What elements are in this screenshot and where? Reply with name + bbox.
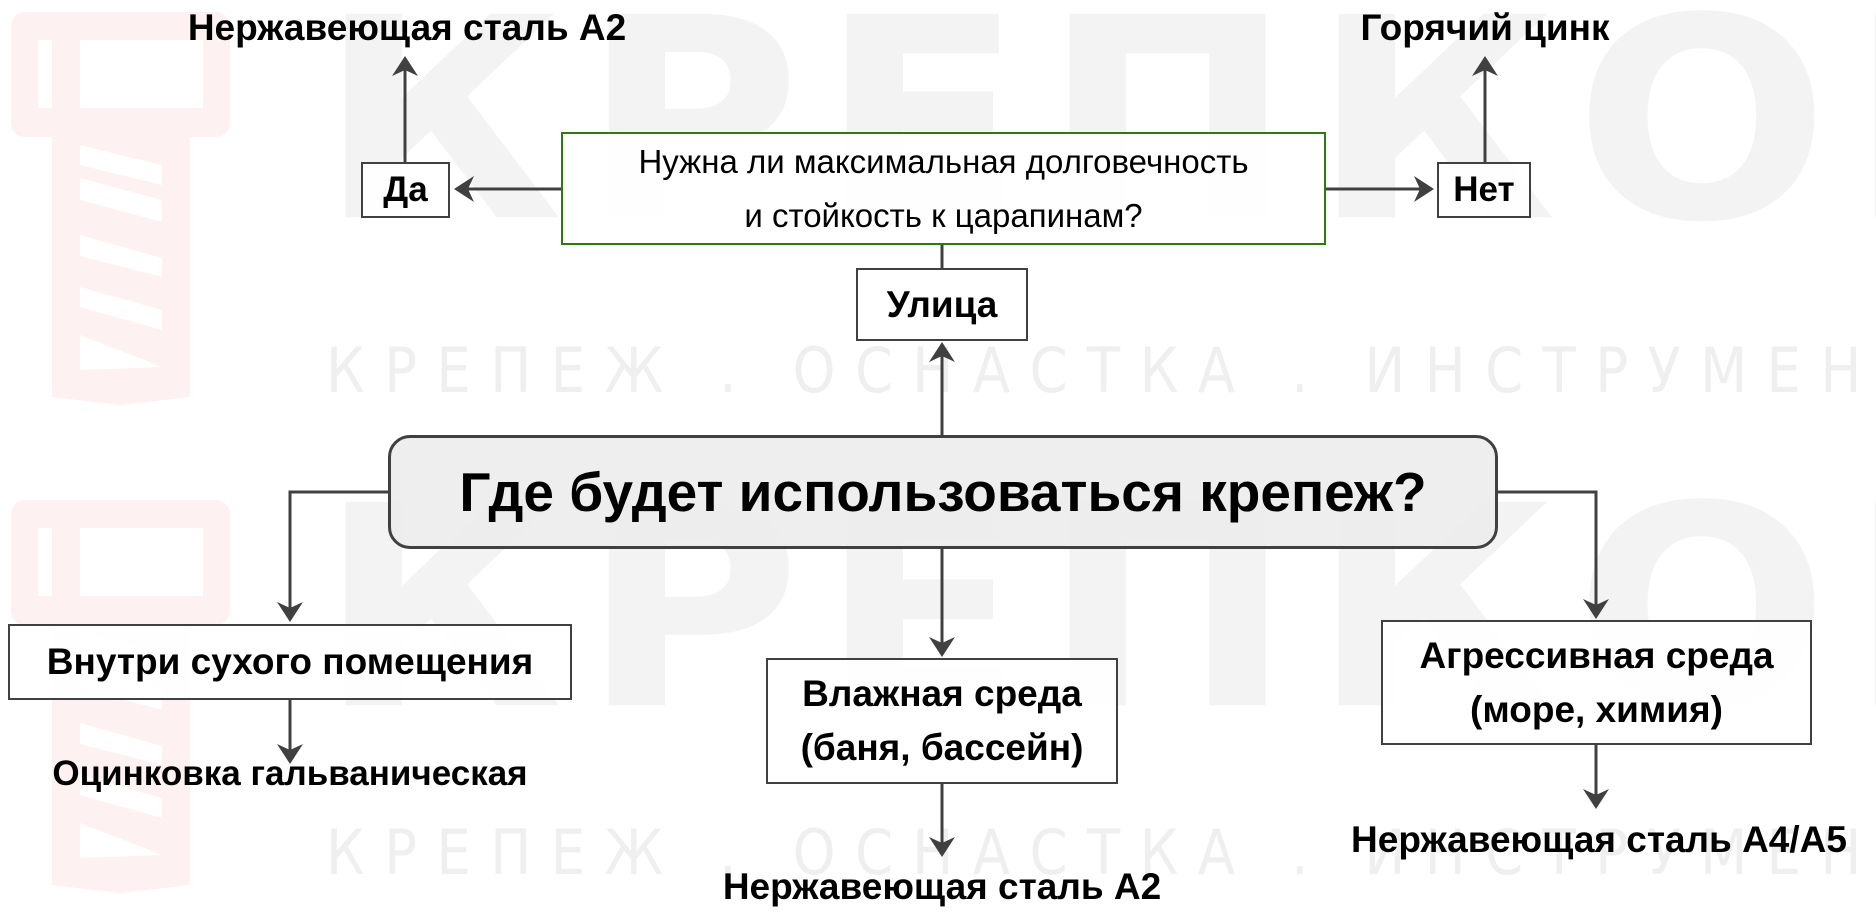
tagline-watermark-top: КРЕПЕЖ . ОСНАСТКА . ИНСТРУМЕНТ [326,334,1876,407]
dry-indoor-label: Внутри сухого помещения [46,641,534,682]
aggressive-line-1: Агрессивная среда [1419,634,1774,676]
result-no-hot-zinc: Горячий цинк [1360,7,1610,48]
humid-line-1: Влажная среда [802,673,1082,714]
root-question-label: Где будет использоваться крепеж? [459,461,1427,523]
outdoor-label: Улица [886,283,998,325]
yes-label: Да [383,170,428,209]
tagline-watermark-bottom: КРЕПЕЖ . ОСНАСТКА . ИНСТРУМЕНТ [326,816,1876,889]
arrow-root-to-dry [277,490,388,622]
aggressive-line-2: (море, химия) [1470,688,1723,730]
arrow-root-to-aggressive [1498,490,1609,619]
question-line-1: Нужна ли максимальная долговечность [638,142,1249,180]
yes-node: Да [361,162,450,218]
humid-node: Влажная среда (баня, бассейн) [766,658,1118,784]
result-humid-stainless-a2: Нержавеющая сталь А2 [722,866,1162,907]
no-node: Нет [1437,162,1531,218]
dry-indoor-node: Внутри сухого помещения [8,624,572,700]
question-line-2: и стойкость к царапинам? [744,196,1143,234]
aggressive-node: Агрессивная среда (море, химия) [1381,620,1812,745]
result-galvanic-zinc: Оцинковка гальваническая [52,754,528,793]
result-yes-stainless-a2: Нержавеющая сталь А2 [187,7,627,48]
outdoor-node: Улица [856,268,1028,341]
root-question-node: Где будет использоваться крепеж? [388,435,1498,549]
question-durability-node: Нужна ли максимальная долговечность и ст… [561,132,1326,245]
no-label: Нет [1453,170,1515,209]
result-stainless-a4-a5: Нержавеющая сталь А4/А5 [1351,819,1847,860]
humid-line-2: (баня, бассейн) [800,727,1084,768]
